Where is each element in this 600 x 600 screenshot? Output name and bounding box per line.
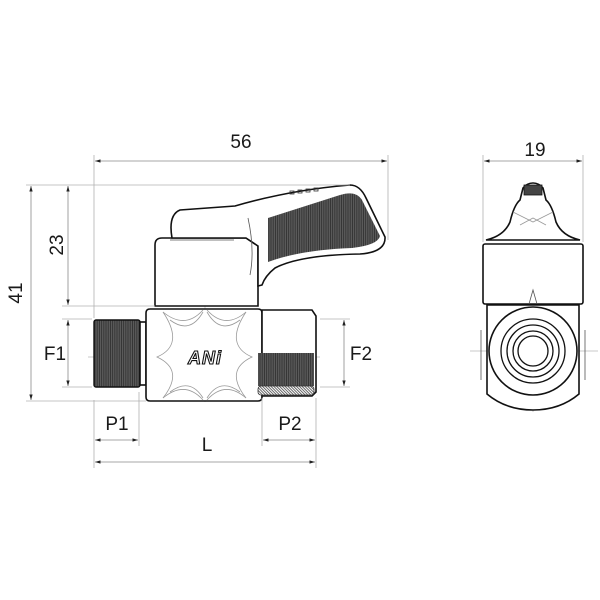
dim-label-p1: P1 — [105, 414, 128, 435]
dim-label-p2: P2 — [278, 414, 301, 435]
body-facets — [156, 309, 253, 401]
dim-label-overall-height: 41 — [6, 282, 27, 303]
brand-logo: ANi — [186, 347, 222, 368]
end-view-indicator — [528, 288, 538, 305]
side-view: ANi 56 41 23 — [6, 132, 389, 468]
male-thread — [93, 319, 141, 388]
dim-label-end-view-width: 19 — [524, 140, 545, 161]
end-view-stem — [485, 182, 581, 241]
end-view-bonnet — [482, 243, 584, 305]
dim-label-overall-length: 56 — [230, 132, 251, 153]
dim-label-f1: F1 — [44, 344, 66, 365]
bonnet — [154, 237, 259, 307]
female-thread-section — [257, 385, 315, 396]
female-thread — [258, 353, 314, 386]
end-view: 19 — [470, 140, 598, 412]
end-view-body-sides — [480, 330, 586, 380]
dim-label-handle-height: 23 — [47, 234, 68, 255]
handle-edge — [247, 217, 253, 276]
end-view-stem-tip — [523, 184, 543, 196]
end-view-stem-facets — [512, 211, 554, 226]
end-view-port — [488, 306, 578, 396]
dim-label-f2: F2 — [350, 344, 372, 365]
svg-text:ANi: ANi — [187, 348, 222, 368]
male-thread-shoulder — [139, 321, 147, 386]
handle-ribs — [289, 187, 319, 195]
handle-grip — [268, 193, 380, 262]
dim-label-body-length: L — [202, 435, 213, 456]
